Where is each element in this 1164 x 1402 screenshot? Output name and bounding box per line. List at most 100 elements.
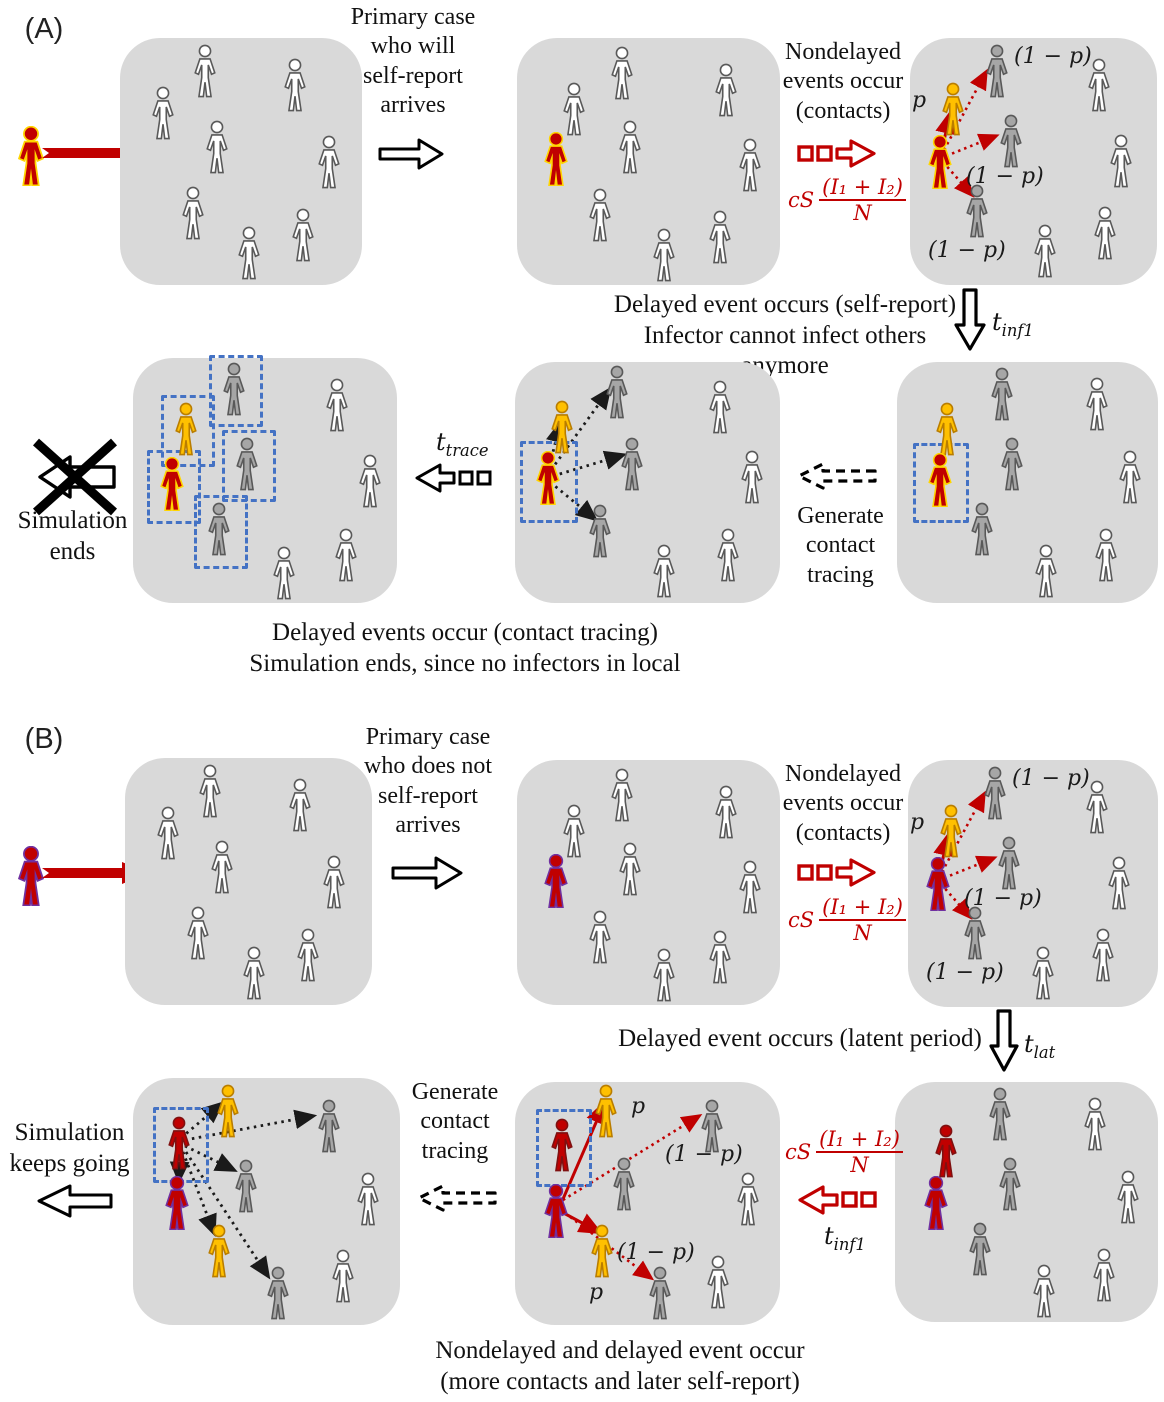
formula-denominator: N: [850, 1153, 869, 1178]
person-white-icon: [286, 208, 320, 262]
person-white-icon: [647, 544, 681, 598]
person-white-icon: [1078, 1097, 1112, 1151]
t-base: t: [992, 308, 1002, 336]
tracing-rect: [520, 441, 578, 523]
person-infector-icon: [155, 457, 189, 511]
person-white-icon: [176, 186, 210, 240]
t-trace-label: ttrace: [436, 428, 489, 460]
person-white-icon: [237, 946, 271, 1000]
tracing-box-a5: [515, 362, 780, 603]
person-orange-icon: [934, 804, 968, 858]
person-white-icon: [703, 210, 737, 264]
person-white-icon: [733, 138, 767, 192]
formula-fraction: (I₁ + I₂) N: [819, 896, 906, 944]
p-label: p: [589, 1280, 604, 1305]
panel-a-label: (A): [24, 13, 64, 45]
person-gray-icon: [600, 365, 634, 419]
person-purple-icon: [539, 1184, 573, 1238]
one-minus-p-label: (1 − p): [1014, 44, 1092, 69]
person-white-icon: [613, 842, 647, 896]
person-gray-icon: [312, 1099, 346, 1153]
person-white-icon: [583, 910, 617, 964]
person-white-icon: [200, 120, 234, 174]
population-box-a1: [120, 38, 362, 285]
arrive-text-b: Primary case who does not self-report ar…: [364, 724, 492, 838]
tracing-rect: [147, 450, 201, 524]
person-darkred-icon: [162, 1116, 196, 1170]
more-contacts-arrow-icon: [798, 1185, 877, 1215]
person-white-icon: [701, 1255, 735, 1309]
person-orange-icon: [169, 402, 203, 456]
one-minus-p-label: (1 − p): [1012, 766, 1090, 791]
tracing-rect: [209, 355, 263, 427]
person-white-icon: [278, 58, 312, 112]
person-white-icon: [146, 86, 180, 140]
t-base: t: [1024, 1030, 1034, 1058]
person-white-icon: [291, 928, 325, 982]
person-white-icon: [188, 44, 222, 98]
tracing-rect: [161, 395, 215, 467]
contact-rate-formula: cS (I₁ + I₂) N: [788, 176, 906, 224]
sim-ends-text: Simulation ends: [17, 507, 128, 565]
person-white-icon: [1026, 946, 1060, 1000]
person-white-icon: [647, 228, 681, 282]
person-white-icon: [703, 380, 737, 434]
person-gray-icon: [985, 367, 1019, 421]
person-orange-icon: [930, 402, 964, 456]
latent-box-b4: [895, 1082, 1158, 1322]
formula-numerator: (I₁ + I₂): [819, 176, 906, 202]
person-purple-icon: [919, 1176, 953, 1230]
person-white-icon: [711, 528, 745, 582]
person-white-icon: [703, 930, 737, 984]
sim-going-text: Simulation keeps going: [9, 1119, 130, 1177]
person-gray-icon: [965, 502, 999, 556]
person-white-icon: [1027, 1264, 1061, 1318]
person-gray-icon: [963, 1222, 997, 1276]
person-orange-icon: [545, 400, 579, 454]
person-white-icon: [733, 860, 767, 914]
p-label: p: [631, 1094, 646, 1119]
person-purple-icon: [160, 1176, 194, 1230]
formula-denominator: N: [853, 201, 872, 226]
person-darkred-icon: [545, 1118, 579, 1172]
contact-box-b3: p (1 − p) (1 − p) (1 − p): [908, 760, 1158, 1007]
generate-tracing-arrow-icon: [797, 462, 877, 490]
person-gray-icon: [993, 1157, 1027, 1211]
caption-b: Nondelayed and delayed event occur (more…: [435, 1337, 805, 1395]
contact-rate-formula: cS (I₁ + I₂) N: [785, 1128, 903, 1176]
more-contacts-box-b5: p (1 − p) (1 − p) p: [515, 1082, 780, 1325]
formula-numerator: (I₁ + I₂): [816, 1128, 903, 1154]
next-step-arrow-icon: [391, 856, 463, 890]
person-infector-icon: [539, 132, 573, 186]
person-white-icon: [181, 906, 215, 960]
sim-ends-crossed-arrow-icon: [32, 438, 118, 516]
formula-denominator: N: [853, 921, 872, 946]
person-orange-icon: [211, 1084, 245, 1138]
person-darkred-icon: [929, 1124, 963, 1178]
population-box-b1: [125, 758, 372, 1005]
t-base: t: [436, 428, 446, 456]
tracing-rect: [222, 430, 276, 502]
formula-numerator: (I₁ + I₂): [819, 896, 906, 922]
person-white-icon: [1104, 134, 1138, 188]
formula-prefix: cS: [785, 1140, 812, 1165]
sim-continues-arrow-icon: [37, 1184, 113, 1218]
generate-text-b: Generate contact tracing: [411, 1079, 499, 1164]
delayed-text-b: Delayed event occurs (latent period): [618, 1025, 982, 1052]
person-white-icon: [1113, 450, 1147, 504]
person-orange-icon: [589, 1084, 623, 1138]
person-orange-icon: [585, 1224, 619, 1278]
t-sub: inf1: [1001, 320, 1034, 340]
person-white-icon: [1089, 528, 1123, 582]
person-white-icon: [709, 63, 743, 117]
person-white-icon: [320, 378, 354, 432]
person-white-icon: [205, 840, 239, 894]
trace-delay-arrow-icon: [415, 463, 492, 493]
nondelayed-text-b: Nondelayed events occur (contacts): [782, 761, 904, 846]
population-box-a2: [517, 38, 780, 285]
t-inf1-label: tinf1: [824, 1222, 866, 1254]
formula-prefix: cS: [788, 908, 815, 933]
one-minus-p-label: (1 − p): [928, 238, 1006, 263]
person-white-icon: [329, 528, 363, 582]
formula-fraction: (I₁ + I₂) N: [816, 1128, 903, 1176]
